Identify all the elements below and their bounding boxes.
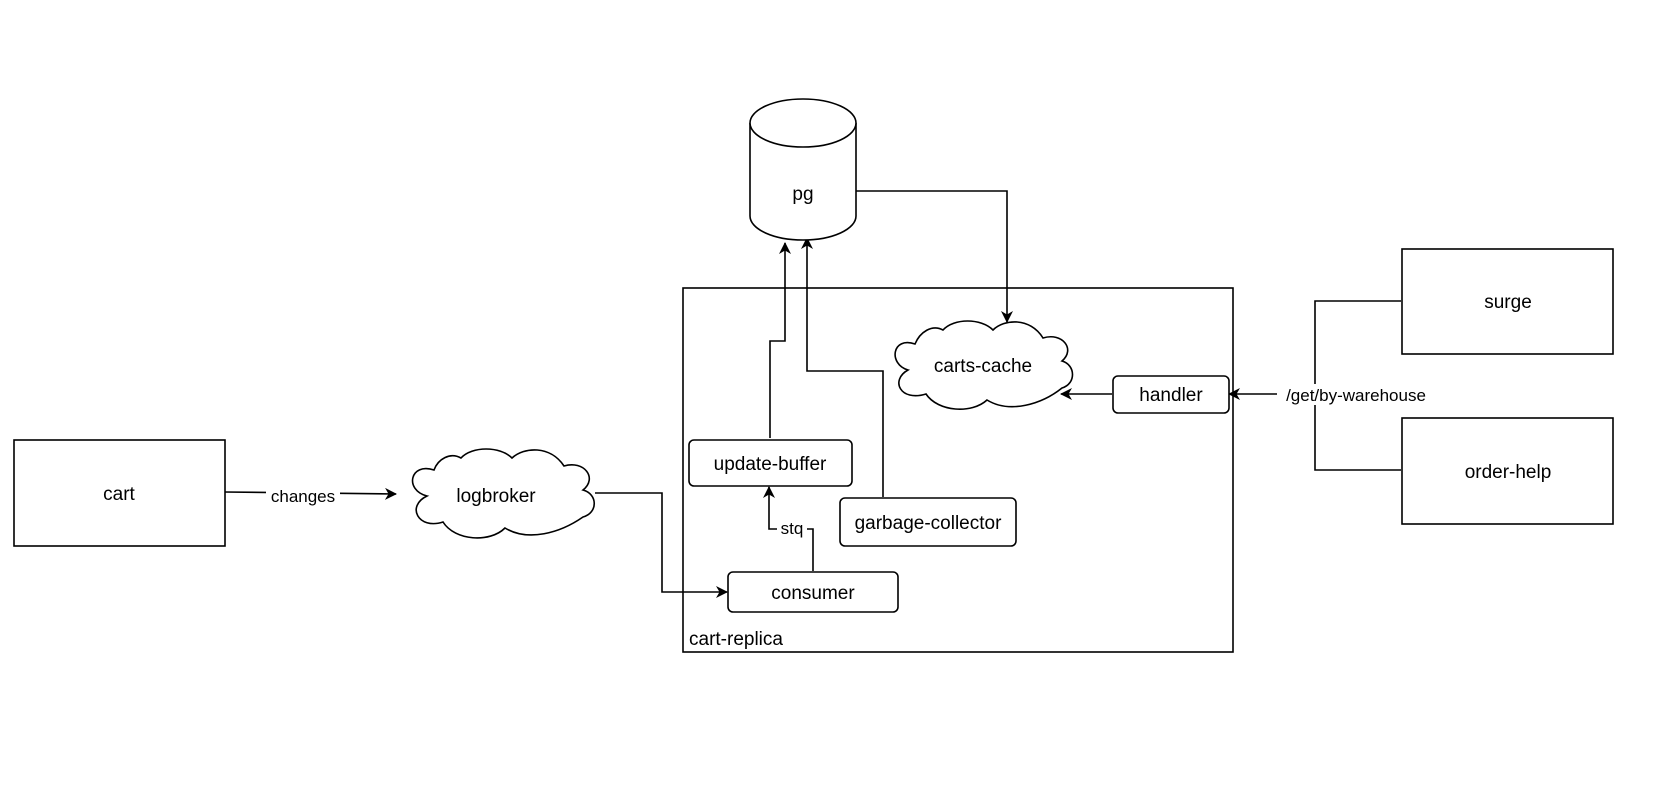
node-garbage-collector[interactable]: garbage-collector [839, 497, 1017, 547]
node-surge[interactable]: surge [1401, 248, 1614, 355]
node-update-buffer[interactable]: update-buffer [688, 439, 853, 487]
edge-garbage-collector-pg [801, 237, 884, 497]
node-surge-label: surge [1484, 292, 1532, 313]
node-consumer-label: consumer [771, 583, 855, 604]
node-cart-label: cart [103, 484, 135, 505]
node-pg-label: pg [792, 184, 813, 205]
edge-logbroker-consumer [595, 492, 728, 598]
node-garbage-collector-label: garbage-collector [855, 513, 1002, 534]
node-consumer[interactable]: consumer [727, 571, 899, 613]
node-handler-label: handler [1139, 385, 1203, 406]
node-logbroker[interactable]: logbroker [411, 448, 596, 539]
edge-label-stq: stq [781, 519, 804, 538]
node-carts-cache-label: carts-cache [934, 356, 1032, 377]
cart-replica-label: cart-replica [689, 629, 783, 650]
node-pg[interactable]: pg [749, 98, 857, 241]
node-carts-cache[interactable]: carts-cache [894, 320, 1074, 410]
node-update-buffer-label: update-buffer [714, 454, 827, 475]
edge-label-get-by-warehouse: /get/by-warehouse [1286, 386, 1426, 405]
node-logbroker-label: logbroker [456, 486, 536, 507]
edge-pg-carts-cache [855, 190, 1013, 323]
edge-labels: changes stq /get/by-warehouse [266, 384, 1435, 538]
edge-label-changes: changes [271, 487, 335, 506]
node-cart[interactable]: cart [13, 439, 226, 547]
node-handler[interactable]: handler [1112, 375, 1230, 414]
cart-replica-container: cart-replica [682, 287, 1234, 653]
node-order-help-label: order-help [1465, 462, 1552, 483]
node-order-help[interactable]: order-help [1401, 417, 1614, 525]
edge-update-buffer-pg [769, 242, 791, 438]
